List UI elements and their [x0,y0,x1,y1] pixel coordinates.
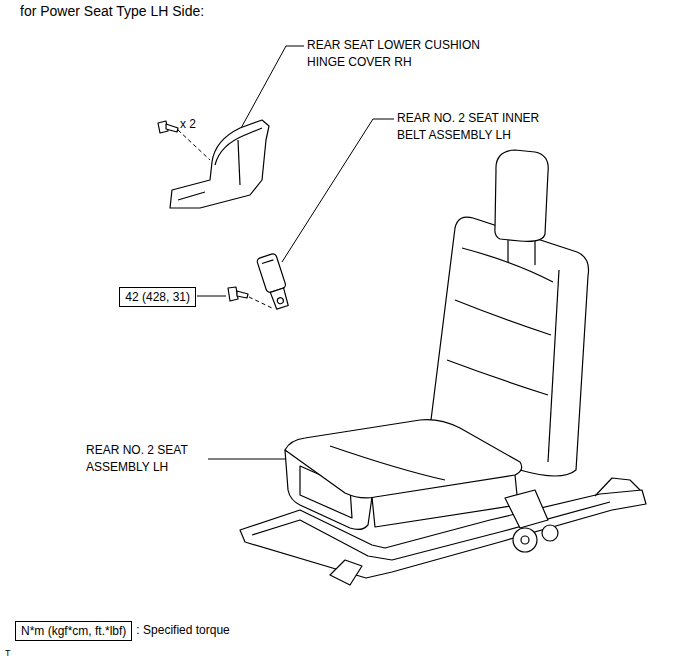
belt-buckle [256,253,292,311]
headrest [495,150,548,265]
legend-note: : Specified torque [136,622,229,639]
dash-line [249,297,272,308]
part-name: REAR NO. 2 SEAT ASSEMBLY LH [86,442,208,476]
part-name: REAR SEAT LOWER CUSHION HINGE COVER RH [307,37,507,71]
seat-motor [505,490,558,552]
leader-line [197,296,226,297]
box-text: N*m (kgf*cm, ft.*lbf) [21,624,126,638]
leader-line [240,46,304,130]
page-title: for Power Seat Type LH Side: [20,3,204,20]
figure-code: T [5,645,11,660]
hinge-cover [170,120,269,208]
bolt-icon [158,121,178,133]
leader-line [208,459,286,460]
legend-torque-box: N*m (kgf*cm, ft.*lbf) [15,621,132,641]
box-text: 42 (428, 31) [125,290,190,304]
bolt-icon [228,287,248,301]
seat-cushion [285,420,522,530]
torque-box: 42 (428, 31) [119,287,196,307]
quantity-note: x 2 [180,116,196,133]
leader-line [282,119,394,262]
dash-line [178,130,210,160]
part-name: REAR NO. 2 SEAT INNER BELT ASSEMBLY LH [397,110,567,144]
